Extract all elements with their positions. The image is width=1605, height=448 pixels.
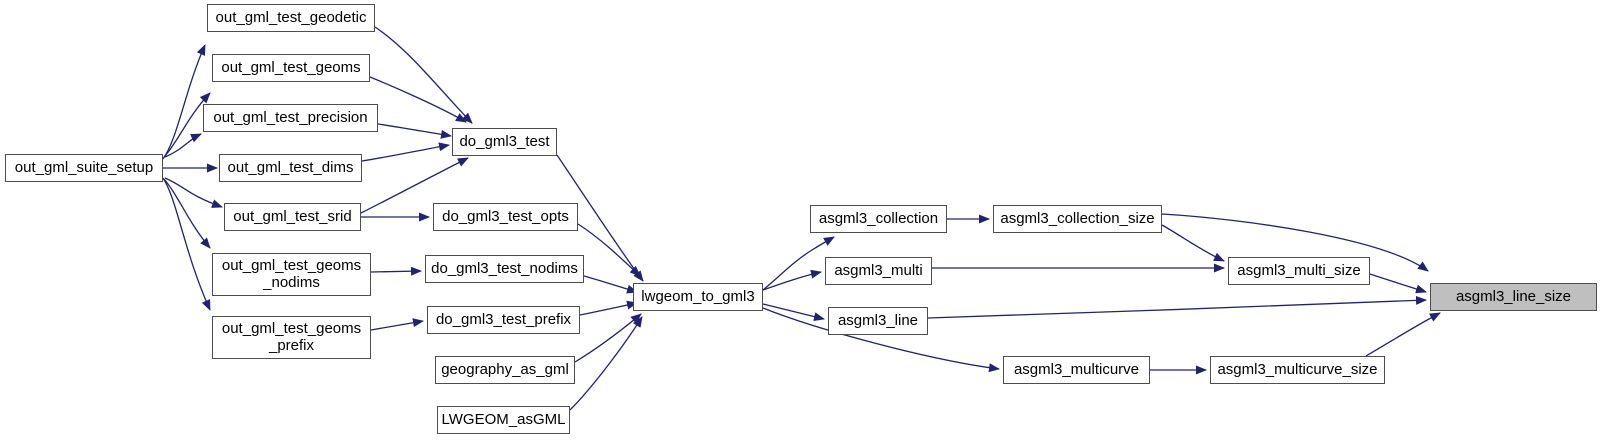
node-out_gml_suite_setup[interactable]: out_gml_suite_setup [5,154,163,182]
edge-asgml3_collection_size-to-asgml3_multi_size [1161,224,1225,262]
node-label-asgml3_collection: asgml3_collection [818,209,939,227]
node-out_gml_test_srid[interactable]: out_gml_test_srid [224,203,361,231]
edge-lwgeom_to_gml3-to-asgml3_multi [762,269,822,291]
node-label-asgml3_multicurve: asgml3_multicurve [1013,360,1140,378]
edge-out_gml_suite_setup-to-out_gml_test_srid [164,177,223,208]
node-LWGEOM_asGML[interactable]: LWGEOM_asGML [437,406,570,434]
node-label-geography_as_gml: geography_as_gml [441,360,569,378]
node-out_gml_test_geoms[interactable]: out_gml_test_geoms [212,54,370,82]
edge-out_gml_test_precision-to-do_gml3_test [377,123,452,139]
node-label-asgml3_multi: asgml3_multi [834,261,923,279]
edge-do_gml3_test_opts-to-lwgeom_to_gml3 [577,223,641,277]
node-lwgeom_to_gml3[interactable]: lwgeom_to_gml3 [633,283,763,311]
node-label-out_gml_test_geodetic: out_gml_test_geodetic [215,8,367,26]
node-label-do_gml3_test_prefix: do_gml3_test_prefix [435,310,572,328]
node-label-do_gml3_test_nodims: do_gml3_test_nodims [431,259,578,277]
node-do_gml3_test_prefix[interactable]: do_gml3_test_prefix [427,306,580,334]
node-out_gml_test_geoms_nodims[interactable]: out_gml_test_geoms _nodims [212,253,371,296]
node-label-asgml3_line_size: asgml3_line_size [1455,287,1572,305]
edge-out_gml_test_dims-to-do_gml3_test [361,142,450,162]
edge-geography_as_gml-to-lwgeom_to_gml3 [574,313,642,363]
node-label-out_gml_test_geoms_nodims: out_gml_test_geoms _nodims [221,256,362,291]
node-geography_as_gml[interactable]: geography_as_gml [435,356,575,384]
edge-out_gml_suite_setup-to-out_gml_test_geoms_nodims [163,178,211,249]
node-label-out_gml_test_precision: out_gml_test_precision [213,108,368,126]
edge-out_gml_test_geodetic-to-do_gml3_test [374,26,473,124]
node-asgml3_collection[interactable]: asgml3_collection [810,205,947,233]
node-do_gml3_test_opts[interactable]: do_gml3_test_opts [433,203,578,231]
edge-out_gml_suite_setup-to-out_gml_test_precision [164,133,202,158]
node-label-lwgeom_to_gml3: lwgeom_to_gml3 [641,287,755,305]
node-asgml3_multi[interactable]: asgml3_multi [825,257,932,285]
node-out_gml_test_dims[interactable]: out_gml_test_dims [219,154,362,182]
edge-lwgeom_to_gml3-to-asgml3_collection [762,236,835,291]
node-do_gml3_test_nodims[interactable]: do_gml3_test_nodims [425,255,584,283]
node-asgml3_collection_size[interactable]: asgml3_collection_size [993,205,1162,233]
edge-out_gml_suite_setup-to-out_gml_test_geoms_prefix [162,177,211,311]
edge-out_gml_suite_setup-to-out_gml_test_geodetic [162,44,206,160]
edge-asgml3_multi_size-to-asgml3_line_size [1369,273,1427,294]
edge-out_gml_test_geoms-to-do_gml3_test [369,76,467,123]
node-asgml3_multicurve[interactable]: asgml3_multicurve [1003,356,1150,384]
edge-out_gml_test_geoms_nodims-to-do_gml3_test_nodims [370,266,422,276]
edge-asgml3_line-to-asgml3_line_size [927,295,1427,319]
node-label-asgml3_multicurve_size: asgml3_multicurve_size [1217,360,1378,378]
node-label-asgml3_multi_size: asgml3_multi_size [1237,261,1361,279]
node-do_gml3_test[interactable]: do_gml3_test [452,128,557,156]
edge-do_gml3_test_nodims-to-lwgeom_to_gml3 [583,275,638,294]
node-label-LWGEOM_asGML: LWGEOM_asGML [441,410,566,428]
node-asgml3_multi_size[interactable]: asgml3_multi_size [1228,257,1370,285]
edge-asgml3_multicurve_size-to-asgml3_line_size [1365,312,1441,357]
edge-LWGEOM_asGML-to-lwgeom_to_gml3 [569,316,643,411]
edge-lwgeom_to_gml3-to-asgml3_line [762,303,825,322]
node-label-out_gml_test_geoms: out_gml_test_geoms [221,58,361,76]
node-out_gml_test_precision[interactable]: out_gml_test_precision [203,104,378,132]
node-label-do_gml3_test: do_gml3_test [459,132,550,150]
node-label-out_gml_suite_setup: out_gml_suite_setup [14,158,154,176]
node-label-out_gml_test_geoms_prefix: out_gml_test_geoms _prefix [221,319,362,354]
node-out_gml_test_geodetic[interactable]: out_gml_test_geodetic [207,4,375,32]
edge-out_gml_test_geoms_prefix-to-do_gml3_test_prefix [370,318,424,331]
node-label-out_gml_test_srid: out_gml_test_srid [233,207,352,225]
node-out_gml_test_geoms_prefix[interactable]: out_gml_test_geoms _prefix [212,316,371,359]
edge-do_gml3_test_prefix-to-lwgeom_to_gml3 [579,300,638,316]
node-label-asgml3_collection_size: asgml3_collection_size [1000,209,1155,227]
node-label-out_gml_test_dims: out_gml_test_dims [227,158,354,176]
node-asgml3_line_size[interactable]: asgml3_line_size [1430,283,1597,311]
node-asgml3_multicurve_size[interactable]: asgml3_multicurve_size [1210,356,1385,384]
node-label-do_gml3_test_opts: do_gml3_test_opts [442,207,569,225]
node-label-asgml3_line: asgml3_line [837,311,919,329]
node-asgml3_line[interactable]: asgml3_line [828,307,928,335]
